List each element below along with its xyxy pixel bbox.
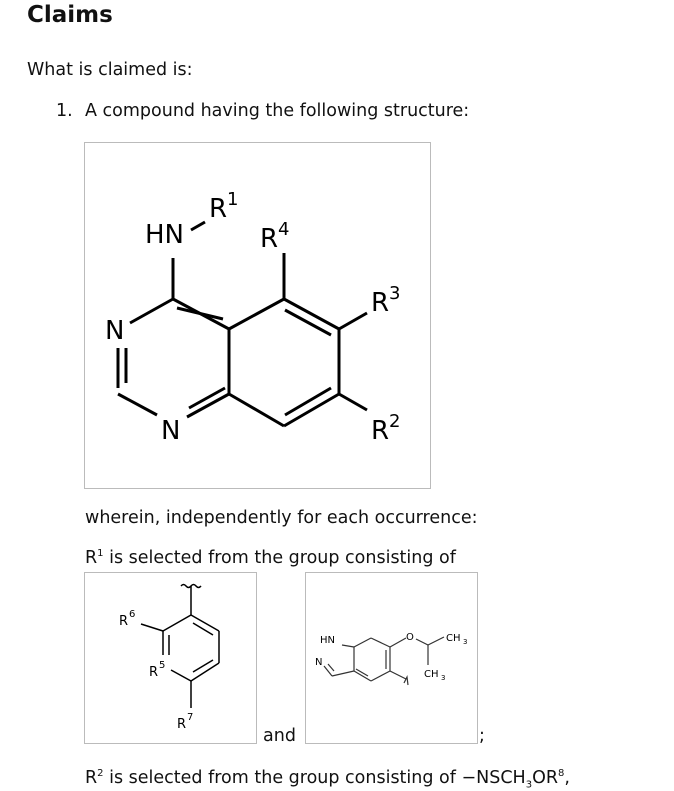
- quinazoline-structure-image: HN N N R 1 R 4 R 3 R 2: [84, 142, 431, 489]
- and-text: and: [263, 726, 296, 746]
- r2-sup: 2: [97, 768, 104, 780]
- r2-end: ,: [564, 768, 570, 788]
- phenyl-structure-drawing: R 6 R 5 R 7: [119, 583, 220, 732]
- claim-number: 1.: [56, 101, 73, 121]
- r7-label: R: [177, 717, 186, 732]
- r7-superscript: 7: [187, 712, 193, 723]
- n1-label: N: [161, 416, 180, 446]
- intro-text: What is claimed is:: [27, 60, 193, 80]
- r2-sup-2: 8: [558, 768, 565, 780]
- ch3-label-2: CH: [424, 669, 439, 680]
- r2-symbol: R: [85, 768, 98, 788]
- r1-symbol: R: [85, 548, 98, 568]
- n-label: N: [315, 657, 322, 668]
- r1-label: R: [209, 194, 227, 224]
- ch3-label-1: CH: [446, 633, 461, 644]
- r2-label: R: [371, 416, 389, 446]
- r3-superscript: 3: [389, 283, 400, 304]
- quinazoline-structure-drawing: HN N N R 1 R 4 R 3 R 2: [105, 189, 400, 446]
- r6-label: R: [119, 614, 128, 629]
- r3-label: R: [371, 288, 389, 318]
- r2-definition: R2 is selected from the group consisting…: [85, 768, 570, 791]
- r6-superscript: 6: [129, 609, 135, 620]
- semicolon: ;: [479, 726, 485, 746]
- ch3-sub-2: 3: [441, 674, 445, 682]
- r1-sup: 1: [97, 548, 104, 560]
- r2-subscript: 3: [525, 779, 533, 791]
- r4-superscript: 4: [278, 219, 289, 240]
- r2-superscript: 2: [389, 411, 400, 432]
- r1-text: is selected from the group consisting of: [103, 548, 456, 568]
- r2-text: is selected from the group consisting of…: [103, 768, 526, 788]
- wherein-text: wherein, independently for each occurren…: [85, 508, 478, 528]
- r4-label: R: [260, 224, 278, 254]
- phenyl-option-image: R 6 R 5 R 7: [84, 572, 257, 744]
- r5-superscript: 5: [159, 660, 165, 671]
- n3-label: N: [105, 316, 124, 346]
- r1-superscript: 1: [227, 189, 238, 210]
- r1-definition: R1 is selected from the group consisting…: [85, 548, 456, 568]
- hn-label: HN: [145, 220, 184, 250]
- indazole-option-image: HN N O CH 3 CH 3: [305, 572, 478, 744]
- claim-text: A compound having the following structur…: [85, 101, 470, 121]
- section-heading: Claims: [27, 2, 113, 28]
- indazole-structure-drawing: HN N O CH 3 CH 3: [315, 632, 467, 686]
- r5-label: R: [149, 665, 158, 680]
- o-label: O: [406, 632, 414, 643]
- r2-text-2: OR: [532, 768, 559, 788]
- ch3-sub-1: 3: [463, 638, 467, 646]
- hn-label: HN: [320, 635, 335, 646]
